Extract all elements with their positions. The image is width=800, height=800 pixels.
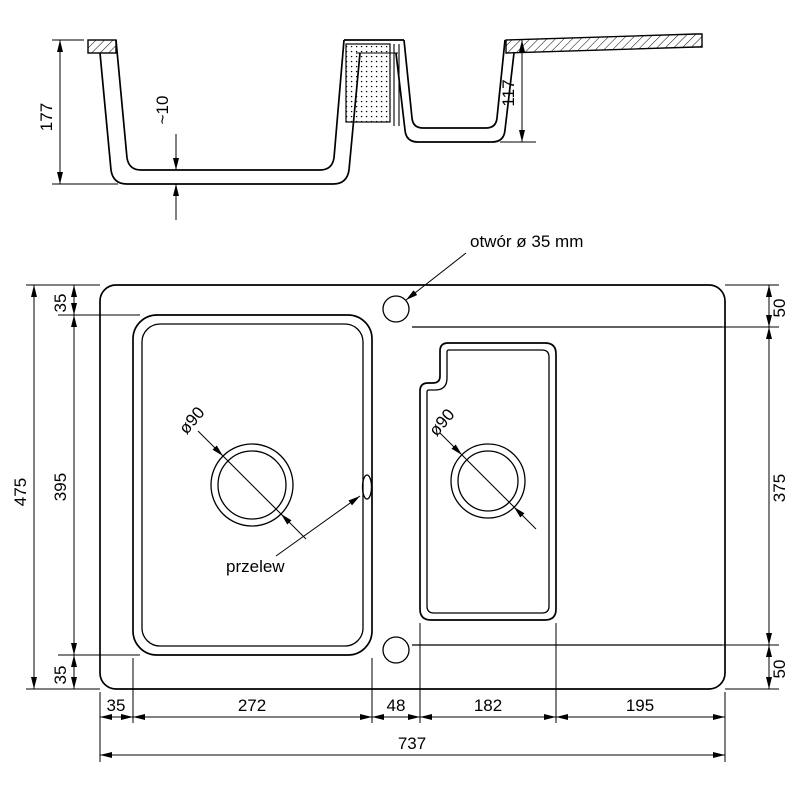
dim-bottom-seg2: 272: [238, 696, 266, 715]
dim-bottom-seg3: 48: [387, 696, 406, 715]
label-drain-right: ø90: [425, 405, 458, 440]
plan-view: [99, 284, 726, 690]
plan-dimensions-bottom: 35 272 48 182 195 737: [99, 623, 726, 762]
section-left-bowl-inner-wall: [115, 39, 345, 171]
section-dimensions: 177 ~10 117: [37, 39, 536, 220]
section-right-bowl-outer-wall: [395, 52, 515, 143]
dim-depth-right: 117: [499, 79, 518, 106]
left-drain-arrow-lower: [280, 513, 307, 540]
section-overflow-stipple: [345, 43, 391, 123]
dim-bottom-thickness: ~10: [153, 96, 172, 125]
leader-overflow: [275, 495, 361, 557]
cross-section-view: [87, 33, 703, 185]
plan-dimensions-right: 50 375 50: [722, 284, 789, 690]
dim-bottom-seg1: 35: [107, 696, 126, 715]
label-drain-left: ø90: [175, 403, 208, 438]
dim-bottom-seg5: 195: [626, 696, 654, 715]
leader-tap-hole: [405, 252, 467, 301]
left-drain-inner: [217, 450, 287, 520]
left-drain-arrow-upper: [197, 430, 224, 457]
left-drain-outer: [210, 443, 294, 527]
dim-right-bottom: 50: [770, 660, 789, 679]
tap-hole-bottom: [382, 636, 410, 664]
plan-annotations: otwór ø 35 mm przelew ø90 ø90: [175, 232, 583, 576]
right-drain-outer: [450, 443, 526, 519]
right-bowl-inner: [426, 349, 550, 614]
label-tap-hole: otwór ø 35 mm: [470, 232, 583, 251]
tap-hole-top: [382, 295, 410, 323]
right-drain-diameter-line: [461, 454, 515, 508]
dim-left-top: 35: [51, 294, 70, 313]
section-left-bowl-outer-wall: [99, 52, 361, 185]
section-drainer-slab: [505, 33, 703, 54]
right-drain-inner: [457, 450, 519, 512]
dim-overall-width: 737: [398, 734, 426, 753]
right-drain-arrow-upper: [439, 432, 463, 456]
dim-right-middle: 375: [770, 474, 789, 502]
dim-bottom-seg4: 182: [474, 696, 502, 715]
dim-depth-left: 177: [37, 103, 56, 131]
overflow-slot: [361, 474, 373, 500]
sink-outer-edge: [99, 284, 726, 690]
plan-dimensions-left: 475 35 395 35: [11, 284, 140, 690]
dim-right-top: 50: [770, 299, 789, 318]
left-drain-diameter-line: [222, 455, 282, 515]
dim-overall-height: 475: [11, 478, 30, 506]
label-overflow: przelew: [226, 557, 285, 576]
dim-left-bottom: 35: [51, 666, 70, 685]
section-left-flange: [87, 39, 117, 54]
right-bowl-outer: [419, 342, 557, 621]
dim-left-middle: 395: [51, 473, 70, 501]
right-drain-arrow-lower: [513, 506, 537, 530]
section-right-bowl-inner-wall: [403, 39, 506, 129]
